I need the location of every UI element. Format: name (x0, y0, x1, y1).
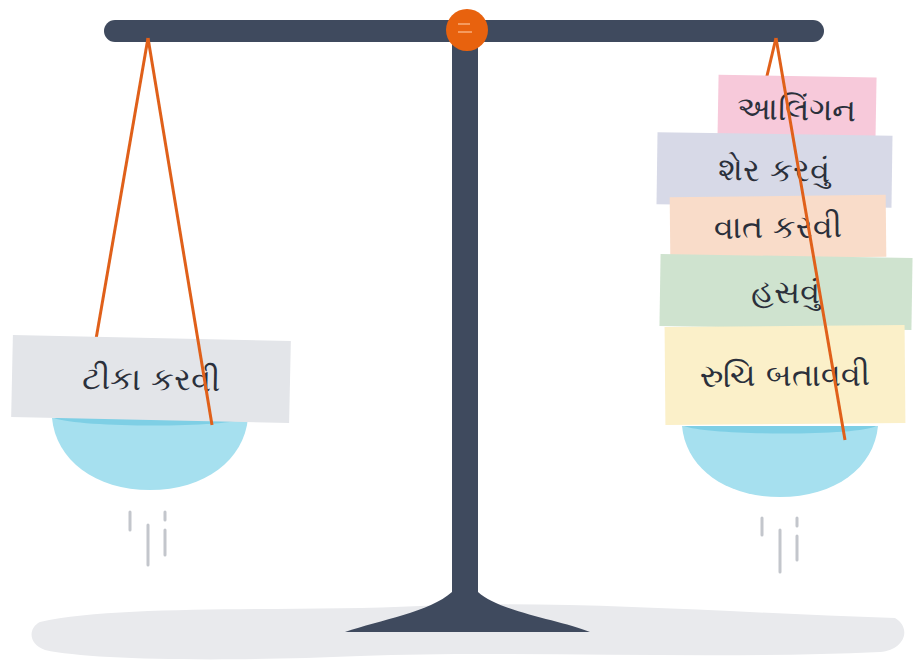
motion-line (779, 530, 782, 572)
motion-line (164, 530, 167, 555)
card-label: રુચિ બતાવવી (700, 356, 870, 394)
pivot-mark (458, 31, 472, 33)
motion-lines (130, 512, 797, 572)
action-card: રુચિ બતાવવી (665, 325, 906, 425)
motion-line (147, 525, 150, 565)
action-card: વાત કરવી (670, 195, 887, 259)
card-label: આલિંગન (737, 90, 857, 129)
right-string (766, 38, 776, 80)
left-pan (52, 418, 248, 490)
pivot-mark (458, 23, 470, 25)
card-label: ટીકા કરવી (82, 359, 221, 399)
action-card: હસવું (659, 254, 912, 330)
criticism-card: ટીકા કરવી (11, 335, 291, 423)
motion-line (761, 518, 764, 535)
card-label: વાત કરવી (714, 208, 843, 246)
right-pan-rim (684, 426, 876, 434)
right-pan (682, 426, 878, 497)
pivot (446, 9, 488, 51)
motion-line (129, 512, 132, 530)
card-label: હસવું (751, 273, 821, 311)
motion-line (164, 512, 167, 520)
left-string (95, 38, 148, 345)
motion-line (796, 536, 799, 560)
card-label: શેર કરવું (718, 151, 831, 189)
right-string (776, 38, 845, 440)
scale-pole (452, 30, 478, 600)
left-string (148, 38, 212, 425)
motion-line (796, 518, 799, 526)
